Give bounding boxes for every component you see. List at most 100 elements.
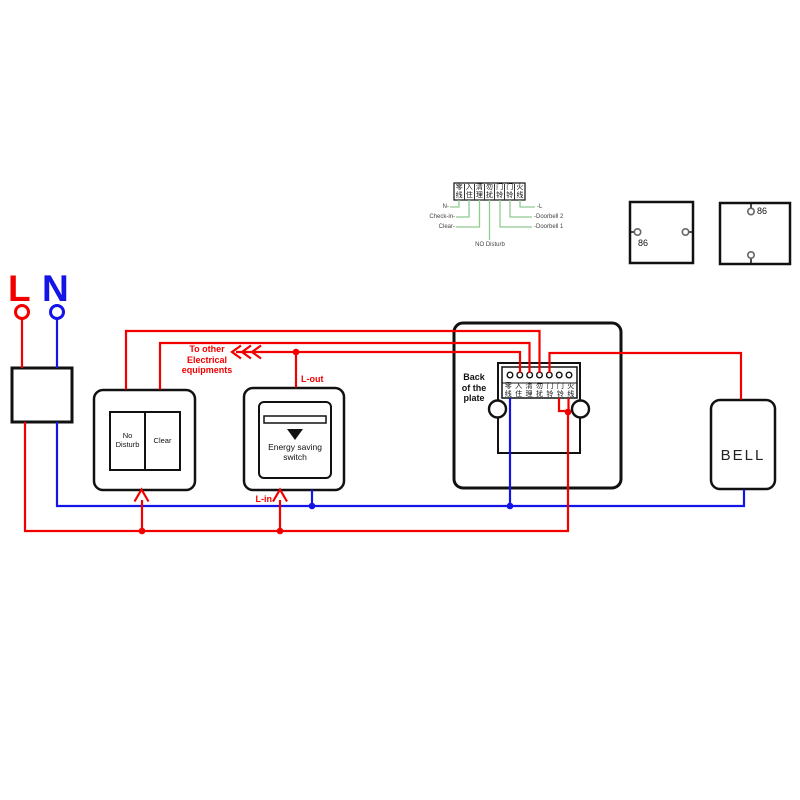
bell-outline (709, 398, 777, 491)
mini-terminal-column: 门铃 (495, 183, 506, 200)
device-outlines (10, 182, 792, 492)
terminal-5 (545, 371, 553, 379)
live-letter: L (8, 268, 31, 309)
junction-dot (506, 502, 514, 510)
cn-char: 勿 (535, 382, 543, 390)
to-other-equipment-note: To other Electrical equipments (181, 344, 233, 376)
mini-label-clear: Clear- (438, 224, 455, 230)
neutral-bus (55, 422, 746, 508)
cn-char: 清 (475, 183, 483, 191)
cn-char: 门 (556, 382, 564, 390)
terminal-column: 火线 (566, 382, 576, 398)
mini-terminal-column: 门铃 (505, 183, 516, 200)
junction-dot (308, 502, 316, 510)
mini-label-n: N- (442, 204, 449, 210)
terminal-column: 清理 (524, 382, 534, 398)
wire-terminal5-to-bell (548, 351, 743, 400)
mini-terminal-column: 火线 (515, 184, 524, 200)
terminal-3 (526, 371, 534, 379)
cn-char: 理 (525, 390, 533, 398)
cn-char: 线 (455, 191, 463, 199)
terminal-4 (536, 371, 544, 379)
note-line: Electrical (186, 354, 228, 365)
l-out-label: L-out (301, 374, 324, 384)
arrow-left-icon (230, 344, 242, 360)
terminal-column: 入住 (513, 382, 523, 398)
label-line: switch (283, 452, 307, 462)
cn-char: 零 (504, 382, 512, 390)
box86-right-label: 86 (757, 206, 768, 216)
cn-char: 扰 (535, 390, 543, 398)
leader-doorbell1 (499, 200, 532, 228)
arrow-left-icon (250, 344, 262, 360)
terminal-column: 勿扰 (534, 382, 544, 398)
leader-l (519, 200, 535, 208)
leader-clear (456, 200, 481, 228)
neutral-wires (49, 304, 746, 510)
note-line: To other (189, 344, 225, 354)
cn-char: 铃 (556, 390, 564, 398)
label-line: plate (463, 393, 485, 403)
screw-icon (681, 228, 690, 237)
live-bus (23, 412, 570, 533)
card-slot (263, 415, 327, 424)
terminal-2 (516, 371, 524, 379)
screw-icon (633, 228, 642, 237)
terminal-strip-columns: 零线 入住 清理 勿扰 门铃 门铃 火线 (503, 382, 576, 398)
cn-char: 火 (567, 382, 575, 390)
clear-button-label: Clear (153, 436, 172, 445)
l-in-label: L-in (255, 494, 273, 504)
power-box (10, 366, 74, 424)
wire-l-out-branch (236, 350, 522, 388)
back-plate-label: Back of the plate (456, 372, 492, 404)
screw-icon (746, 251, 755, 260)
terminal-7 (565, 371, 573, 379)
mini-label-no-disturb: NO Disturb (475, 242, 505, 248)
energy-switch-label: Energy saving switch (254, 442, 336, 462)
cn-char: 零 (455, 183, 463, 191)
leader-check-in (456, 200, 470, 218)
mini-label-doorbell2: -Doorbell 2 (534, 214, 564, 220)
cn-char: 火 (516, 183, 524, 191)
wire-nd-button-to-terminal4 (124, 329, 541, 390)
cn-char: 入 (465, 183, 473, 191)
mini-terminal-column: 入住 (465, 183, 475, 200)
cn-char: 住 (465, 191, 473, 199)
cn-char: 入 (515, 382, 523, 390)
terminal-column: 零线 (503, 382, 513, 398)
mini-label-doorbell1: -Doorbell 1 (534, 224, 564, 230)
cn-char: 线 (567, 390, 575, 398)
junction-dot (276, 527, 284, 535)
junction-dot (564, 408, 572, 416)
bell-label: BELL (720, 447, 766, 464)
mini-label-l: -L (537, 204, 543, 210)
terminal-column: 门铃 (555, 382, 565, 398)
leader-n (450, 200, 460, 208)
wire-clear-button-to-terminal3 (158, 341, 531, 390)
terminal-column: 门铃 (545, 382, 555, 398)
screw-hole-left (487, 399, 508, 419)
junction-dot (292, 348, 300, 356)
cn-char: 铃 (506, 191, 514, 199)
terminal-1 (506, 371, 514, 379)
cn-char: 清 (525, 382, 533, 390)
cn-char: 住 (515, 390, 523, 398)
cn-char: 理 (475, 191, 483, 199)
cn-char: 铃 (496, 191, 504, 199)
mini-terminal-columns: 零线 入住 清理 勿扰 门铃 门铃 火线 (455, 183, 525, 200)
mini-leader-lines (450, 200, 535, 240)
terminal-6 (555, 371, 563, 379)
mini-label-check-in: Check-in- (429, 214, 455, 220)
screw-hole-right (570, 399, 591, 419)
cn-char: 勿 (485, 183, 493, 191)
cn-char: 门 (506, 183, 514, 191)
cn-char: 铃 (546, 390, 554, 398)
cn-char: 线 (504, 390, 512, 398)
mini-terminal-column: 勿扰 (485, 183, 496, 200)
arrow-up-icon (272, 487, 288, 503)
mounting-box-86-vertical (718, 201, 792, 266)
screw-icon (746, 207, 755, 216)
cn-char: 门 (546, 382, 554, 390)
